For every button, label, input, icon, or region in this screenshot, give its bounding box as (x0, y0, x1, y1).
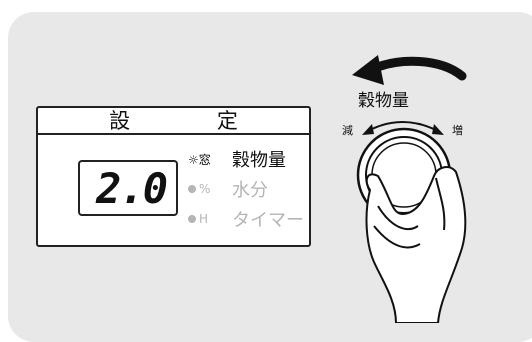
lcd-readout: 2.0 (78, 160, 178, 216)
mode-indicator-text: % (199, 182, 211, 196)
hand-illustration (365, 166, 467, 323)
mode-label: 穀物量 (232, 150, 286, 171)
rotate-arrow-icon (352, 55, 467, 85)
knob-label: 穀物量 (358, 91, 409, 111)
mode-indicator-text: ☼窓 (188, 152, 211, 167)
mode-grain-amount: ☼窓 穀物量 (188, 148, 286, 171)
mode-timer: H タイマー (188, 208, 304, 231)
knob-illustration (352, 55, 467, 323)
mode-label: タイマー (232, 210, 304, 231)
decrease-label: 減 (342, 124, 353, 137)
active-indicator-icon: ☼窓 (188, 151, 226, 168)
scale-arc (362, 121, 444, 135)
inactive-dot-icon (188, 185, 196, 193)
mode-moisture: % 水分 (188, 178, 268, 201)
lcd-value: 2.0 (96, 164, 168, 213)
mode-label: 水分 (232, 180, 268, 201)
increase-label: 増 (452, 124, 463, 137)
inactive-dot-icon (188, 215, 196, 223)
settings-display: 設 定 2.0 ☼窓 穀物量 % 水分 H タイマー (36, 106, 311, 247)
display-title: 設 定 (38, 108, 309, 135)
mode-indicator-text: H (199, 212, 209, 226)
